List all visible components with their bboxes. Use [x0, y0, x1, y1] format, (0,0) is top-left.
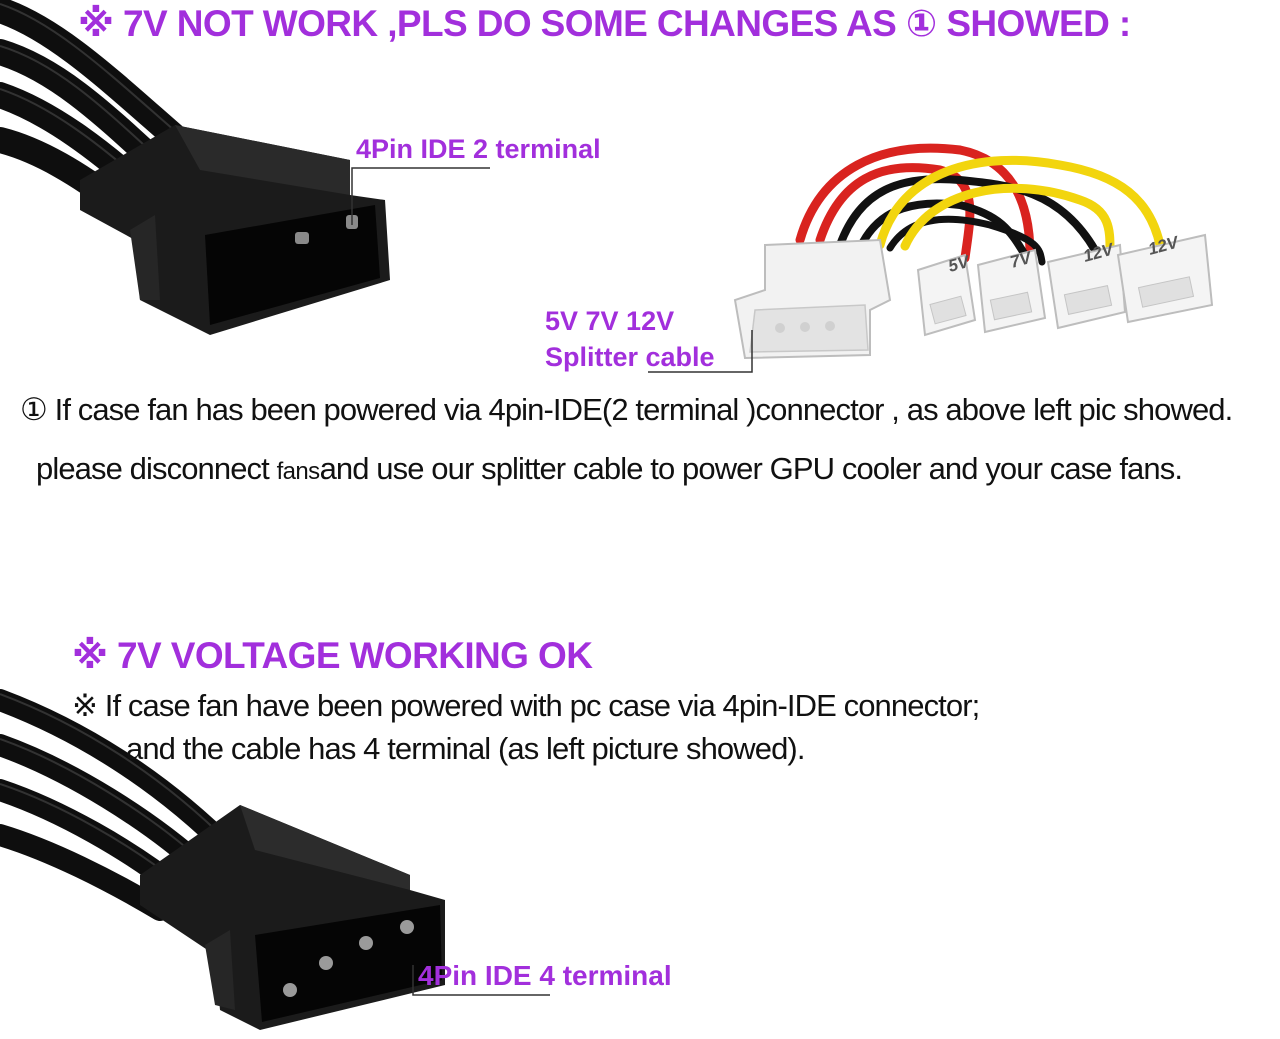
connector-2-terminal-label: 4Pin IDE 2 terminal	[356, 134, 601, 164]
splitter-cable-label: Splitter cable	[545, 342, 715, 372]
instruction-line-4: and the cable has 4 terminal (as left pi…	[126, 731, 805, 766]
ide-connector-4-terminal	[0, 689, 550, 1030]
instruction-line-2: please disconnect fansand use our splitt…	[36, 451, 1183, 487]
splitter-cable	[648, 143, 1214, 373]
ok-heading: ※ 7V VOLTAGE WORKING OK	[72, 635, 593, 676]
warning-heading: ※ 7V NOT WORK ,PLS DO SOME CHANGES AS ① …	[78, 3, 1131, 44]
splitter-voltage-label: 5V 7V 12V	[545, 306, 675, 336]
instruction-text: and use our splitter cable to power GPU …	[319, 451, 1183, 486]
ide-connector-2-terminal	[0, 0, 490, 335]
instruction-text-small: fans	[276, 458, 321, 485]
instruction-line-1: ① If case fan has been powered via 4pin-…	[20, 392, 1233, 427]
instruction-text: please disconnect	[36, 451, 277, 486]
instruction-line-3: ※ If case fan have been powered with pc …	[72, 688, 980, 723]
connector-4-terminal-label: 4Pin IDE 4 terminal	[418, 960, 672, 991]
